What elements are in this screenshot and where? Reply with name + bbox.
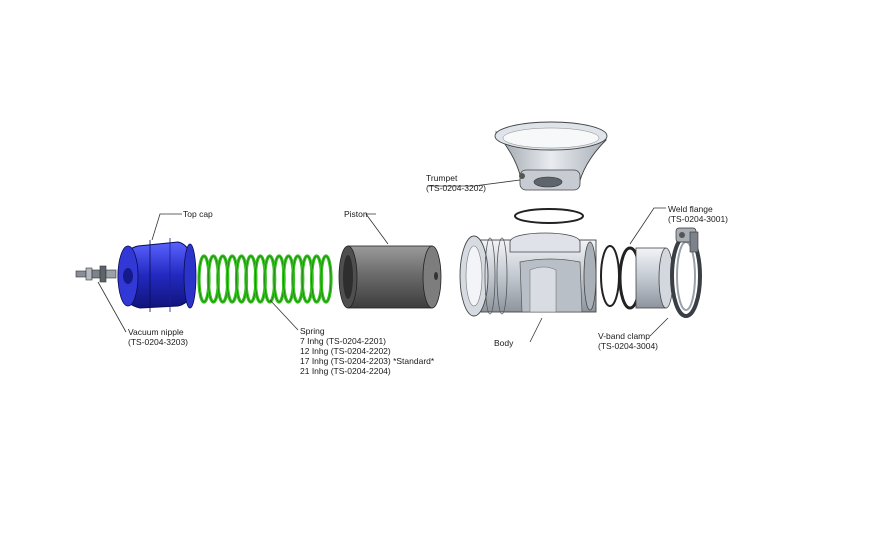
weld-flange-label: Weld flange (TS-0204-3001) bbox=[668, 204, 728, 224]
body-part bbox=[459, 232, 597, 317]
vband-clamp-name: V-band clamp bbox=[598, 331, 650, 341]
trumpet-label: Trumpet (TS-0204-3202) bbox=[426, 173, 486, 193]
vacuum-nipple-part bbox=[75, 265, 117, 283]
vband-clamp-label: V-band clamp (TS-0204-3004) bbox=[598, 331, 658, 351]
body-name: Body bbox=[494, 338, 514, 348]
vacuum-nipple-name: Vacuum nipple bbox=[128, 327, 184, 337]
spring-option-3: 17 Inhg (TS-0204-2203) *Standard* bbox=[300, 356, 435, 366]
spring-label: Spring 7 Inhg (TS-0204-2201) 12 Inhg (TS… bbox=[300, 326, 434, 376]
top-cap-label: Top cap bbox=[183, 209, 213, 219]
leader-lines bbox=[97, 179, 669, 343]
spring-part bbox=[197, 254, 333, 304]
top-cap-part bbox=[117, 238, 197, 312]
spring-coil-edge bbox=[320, 255, 332, 303]
weld-flange-part-number: (TS-0204-3001) bbox=[668, 214, 729, 224]
body-label: Body bbox=[494, 338, 513, 348]
top-cap-name: Top cap bbox=[183, 209, 213, 219]
body-oring bbox=[600, 245, 620, 307]
spring-option-2: 12 Inhg (TS-0204-2202) bbox=[300, 346, 391, 356]
spring-option-4: 21 Inhg (TS-0204-2204) bbox=[300, 366, 391, 376]
trumpet-part-number: (TS-0204-3202) bbox=[426, 183, 487, 193]
piston-label: Piston bbox=[344, 209, 368, 219]
piston-name: Piston bbox=[344, 209, 368, 219]
spring-name: Spring bbox=[300, 326, 325, 336]
trumpet-part bbox=[494, 121, 608, 191]
vband-clamp-part bbox=[670, 227, 702, 318]
trumpet-oring bbox=[514, 208, 584, 224]
weld-flange-name: Weld flange bbox=[668, 204, 713, 214]
piston-part bbox=[338, 245, 442, 309]
trumpet-name: Trumpet bbox=[426, 173, 458, 183]
vband-clamp-part-number: (TS-0204-3004) bbox=[598, 341, 659, 351]
spring-option-1: 7 Inhg (TS-0204-2201) bbox=[300, 336, 386, 346]
vacuum-nipple-part-number: (TS-0204-3203) bbox=[128, 337, 189, 347]
weld-flange-part bbox=[635, 247, 674, 309]
vacuum-nipple-label: Vacuum nipple (TS-0204-3203) bbox=[128, 327, 188, 347]
